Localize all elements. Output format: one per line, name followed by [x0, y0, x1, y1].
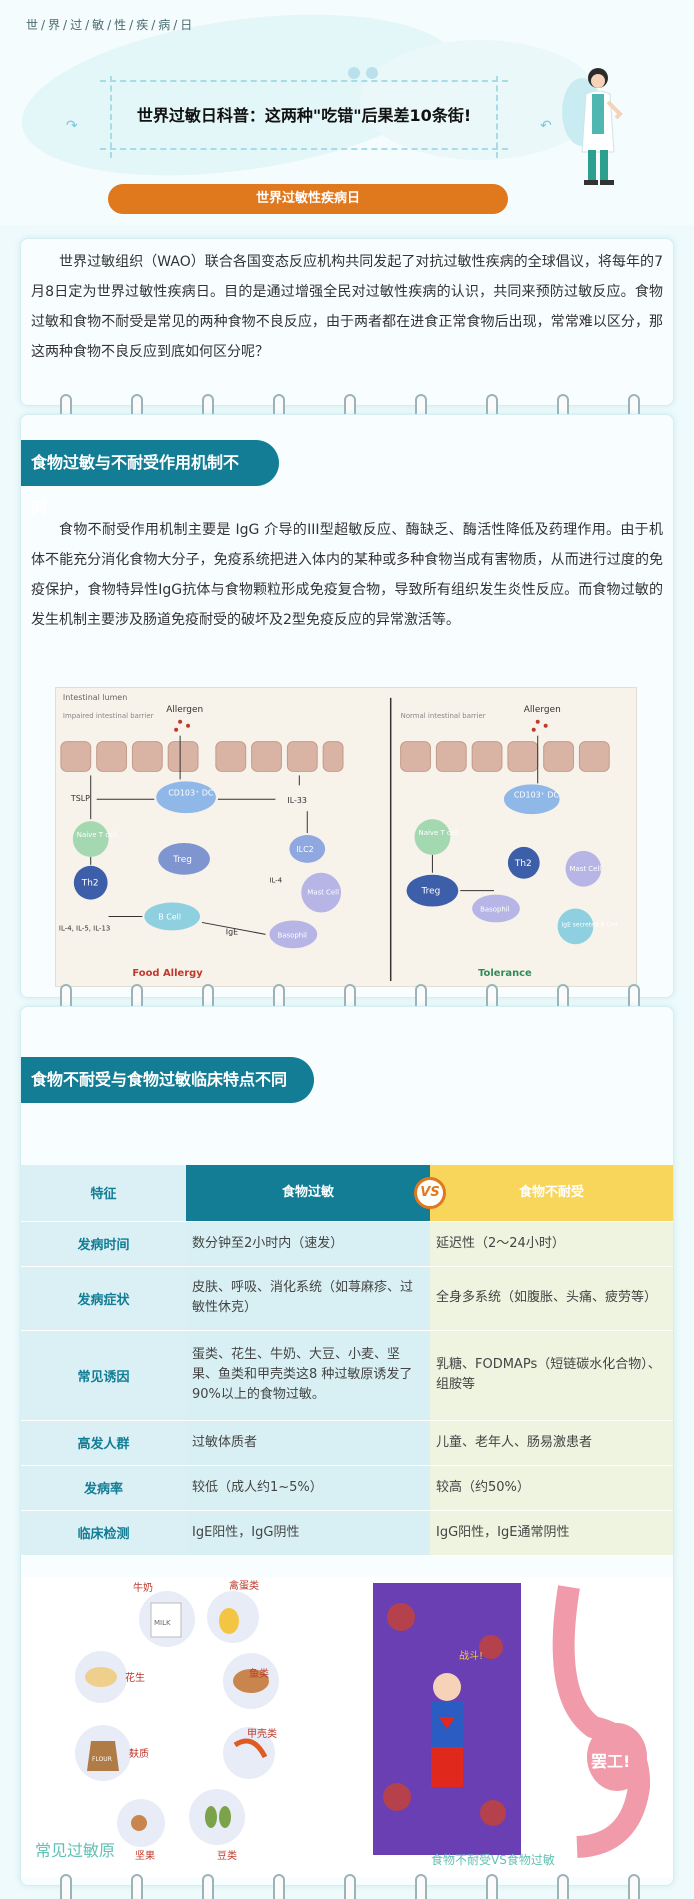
header-food-intolerance: 食物不耐受: [430, 1165, 673, 1222]
row-feature: 常见诱因: [21, 1330, 186, 1421]
fig-label-naive-right: Naive T cell: [419, 829, 459, 837]
table-row: 常见诱因 蛋类、花生、牛奶、大豆、小麦、坚果、鱼类和甲壳类这8 种过敏原诱发了9…: [21, 1330, 673, 1421]
allergen-label: 豆类: [217, 1849, 237, 1862]
fig-label-allergen: Allergen: [166, 705, 203, 715]
fig-label-ilc2: ILC2: [296, 845, 313, 854]
header-food-allergy-label: 食物过敏: [281, 1184, 334, 1200]
flour-bag-text: FLOUR: [92, 1756, 112, 1763]
decor-dots: [348, 64, 384, 83]
allergen-label: 麸质: [129, 1747, 149, 1760]
row-food-allergy: IgE阳性，IgG阴性: [186, 1510, 430, 1556]
fig-label-mast: Mast Cell: [307, 889, 339, 897]
allergen-label: 鱼类: [249, 1667, 269, 1680]
fig-label-treg-right: Treg: [420, 887, 440, 897]
header-feature: 特征: [21, 1165, 186, 1222]
fig-label-allergen-right: Allergen: [524, 705, 561, 715]
mechanism-diagram: Intestinal lumen Impaired intestinal bar…: [55, 687, 637, 987]
binder-rings: [60, 1874, 640, 1899]
doctor-illustration: [562, 68, 623, 185]
decor-arrow-icon: ↷: [66, 118, 78, 134]
allergen-caption: 常见过敏原: [35, 1841, 116, 1860]
row-feature: 临床检测: [21, 1510, 186, 1556]
fig-label-normal: Normal intestinal barrier: [401, 712, 486, 720]
fig-label-il33: IL-33: [287, 796, 307, 805]
allergen-wheel: MILK FLOUR 牛奶 禽蛋类 鱼类 甲壳类 豆类 坚果 麸质 花生: [75, 1579, 279, 1862]
clinical-card: 食物不耐受与食物过敏临床特点不同 特征 食物过敏 VS 食物不耐受 发病时间 数…: [20, 1006, 674, 1886]
comic-caption: 食物不耐受VS食物过敏: [431, 1853, 555, 1867]
vs-badge: VS: [414, 1177, 446, 1209]
row-food-allergy: 过敏体质者: [186, 1420, 430, 1466]
intro-card: 世界过敏组织（WAO）联合各国变态反应机构共同发起了对抗过敏性疾病的全球倡议，将…: [20, 238, 674, 406]
fig-label-tolerance: Tolerance: [478, 968, 532, 979]
fig-label-bcell: B Cell: [158, 912, 181, 921]
section-heading: 食物过敏与不耐受作用机制不同: [21, 440, 279, 518]
decor-arrow-icon: ↶: [540, 118, 552, 134]
row-food-allergy: 皮肤、呼吸、消化系统（如荨麻疹、过敏性休克）: [186, 1266, 430, 1331]
table-row: 发病时间 数分钟至2小时内（速发） 延迟性（2～24小时）: [21, 1221, 673, 1267]
mechanism-card: 食物过敏与不耐受作用机制不同 食物不耐受作用机制主要是 IgG 介导的III型超…: [20, 414, 674, 998]
fig-label-naive: Naive T cell: [77, 831, 117, 839]
comparison-table: 特征 食物过敏 VS 食物不耐受 发病时间 数分钟至2小时内（速发） 延迟性（2…: [21, 1165, 673, 1556]
mechanism-paragraph: 食物不耐受作用机制主要是 IgG 介导的III型超敏反应、酶缺乏、酶活性降低及药…: [31, 522, 663, 628]
table-row: 临床检测 IgE阳性，IgG阴性 IgG阳性，IgE通常阴性: [21, 1510, 673, 1556]
section-heading: 食物不耐受与食物过敏临床特点不同: [21, 1057, 314, 1103]
fig-label-ige: IgE: [226, 927, 238, 936]
row-food-intolerance: 较高（约50%）: [430, 1465, 673, 1511]
row-food-allergy: 蛋类、花生、牛奶、大豆、小麦、坚果、鱼类和甲壳类这8 种过敏原诱发了90%以上的…: [186, 1330, 430, 1421]
comic-shout-text: 战斗!: [459, 1650, 483, 1662]
fig-label-th2-right: Th2: [514, 859, 532, 869]
fig-label-food-allergy: Food Allergy: [132, 968, 203, 979]
table-row: 发病症状 皮肤、呼吸、消化系统（如荨麻疹、过敏性休克） 全身多系统（如腹胀、头痛…: [21, 1266, 673, 1331]
fig-label-impaired: Impaired intestinal barrier: [63, 712, 154, 720]
intro-paragraph: 世界过敏组织（WAO）联合各国变态反应机构共同发起了对抗过敏性疾病的全球倡议，将…: [31, 254, 663, 360]
allergen-label: 坚果: [135, 1850, 155, 1862]
fig-label-dc-right: CD103⁺ DC: [514, 790, 560, 799]
row-food-intolerance: 全身多系统（如腹胀、头痛、疲劳等）: [430, 1266, 673, 1331]
fig-label-th2: Th2: [81, 879, 99, 889]
fig-label-il4: IL-4: [270, 877, 283, 885]
fig-label-lumen: Intestinal lumen: [63, 693, 127, 702]
fig-label-treg: Treg: [172, 855, 192, 865]
table-header-row: 特征 食物过敏 VS 食物不耐受: [21, 1165, 673, 1222]
fig-label-tslp: TSLP: [70, 794, 90, 803]
header-banner: 世/界/过/敏/性/疾/病/日 世界过敏日科普：这两种"吃错"后果差10条街! …: [0, 0, 694, 225]
table-row: 发病率 较低（成人约1~5%） 较高（约50%）: [21, 1465, 673, 1511]
comic-stomach-text: 罢工!: [591, 1752, 630, 1771]
milk-carton-text: MILK: [154, 1619, 171, 1627]
header-food-allergy: 食物过敏 VS: [186, 1165, 446, 1222]
fig-label-dc: CD103⁺ DC: [168, 788, 214, 797]
row-feature: 高发人群: [21, 1420, 186, 1466]
row-food-intolerance: IgG阳性，IgE通常阴性: [430, 1510, 673, 1556]
row-food-allergy: 较低（成人约1~5%）: [186, 1465, 430, 1511]
row-food-intolerance: 乳糖、FODMAPs（短链碳水化合物）、组胺等: [430, 1330, 673, 1421]
allergen-and-comic-illustration: MILK FLOUR 牛奶 禽蛋类 鱼类 甲壳类 豆类 坚果 麸质 花生: [75, 1579, 671, 1862]
illustrations: MILK FLOUR 牛奶 禽蛋类 鱼类 甲壳类 豆类 坚果 麸质 花生: [21, 1577, 673, 1877]
row-feature: 发病率: [21, 1465, 186, 1511]
breadcrumb: 世/界/过/敏/性/疾/病/日: [26, 18, 196, 32]
row-feature: 发病时间: [21, 1221, 186, 1267]
fig-label-mast-right: Mast Cell: [570, 865, 602, 873]
fig-label-ige-b: IgE secreted B Cell: [562, 921, 618, 928]
row-food-allergy: 数分钟至2小时内（速发）: [186, 1221, 430, 1267]
table-row: 高发人群 过敏体质者 儿童、老年人、肠易激患者: [21, 1420, 673, 1466]
row-food-intolerance: 延迟性（2～24小时）: [430, 1221, 673, 1267]
fig-label-cytokines: IL-4, IL-5, IL-13: [59, 924, 110, 932]
allergen-label: 牛奶: [133, 1581, 153, 1594]
allergen-label: 花生: [125, 1671, 145, 1684]
fig-label-basophil-right: Basophil: [480, 906, 510, 914]
row-feature: 发病症状: [21, 1266, 186, 1331]
fig-label-basophil: Basophil: [277, 931, 307, 939]
row-food-intolerance: 儿童、老年人、肠易激患者: [430, 1420, 673, 1466]
allergen-label: 禽蛋类: [229, 1579, 259, 1592]
topic-pill: 世界过敏性疾病日: [108, 184, 508, 214]
allergen-label: 甲壳类: [247, 1727, 277, 1740]
page-title: 世界过敏日科普：这两种"吃错"后果差10条街!: [136, 106, 472, 125]
title-frame: 世界过敏日科普：这两种"吃错"后果差10条街!: [100, 76, 508, 158]
